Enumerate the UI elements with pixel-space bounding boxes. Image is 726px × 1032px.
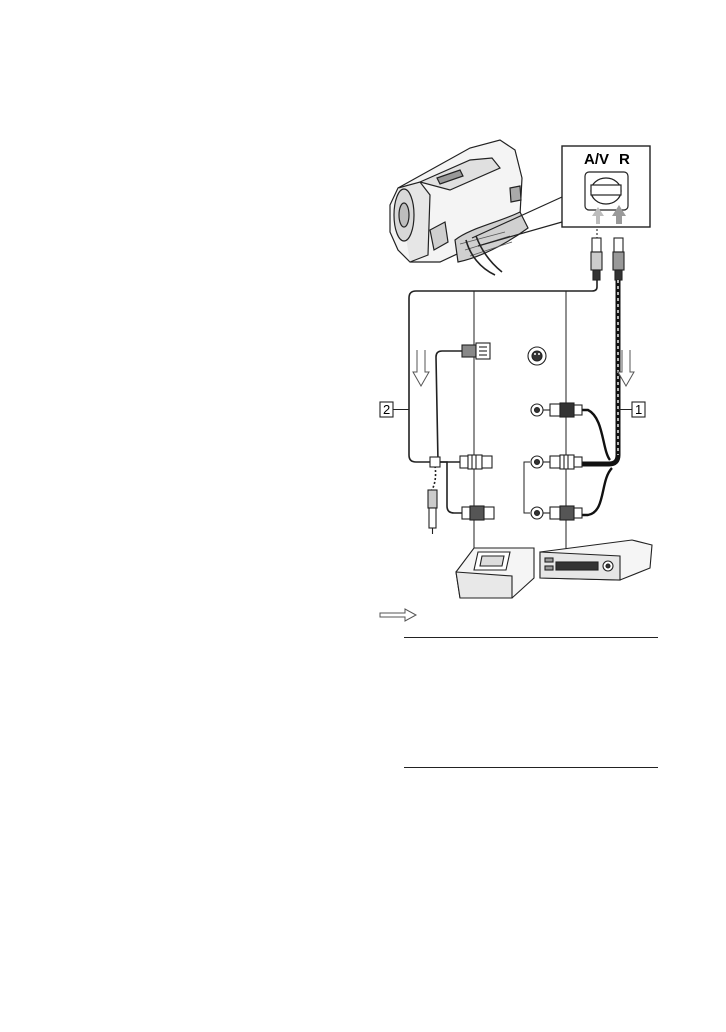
signal-flow-arrow-icon: [413, 350, 429, 386]
camcorder-illustration: [390, 140, 528, 275]
av-plug-right: [613, 238, 624, 280]
audio-left-jack: [531, 456, 543, 468]
signal-flow-arrow-icon: [380, 609, 416, 621]
cable-2-splitter: [430, 457, 440, 467]
audio-left-rca-plug-right: [543, 455, 582, 469]
port-label-r: R: [619, 151, 630, 168]
av-plug-left: [591, 229, 602, 280]
audio-right-rca-plug-right: [543, 506, 582, 520]
note-box-top-rule: [404, 637, 658, 638]
dvd-recorder-illustration: [456, 548, 534, 598]
spare-rca-plug: [428, 490, 437, 534]
vcr-illustration: [540, 540, 652, 580]
callout-cable-1-number: 1: [635, 402, 642, 417]
note-box-bottom-rule: [404, 767, 658, 768]
cable-1: [582, 280, 618, 515]
video-rca-plug: [543, 403, 582, 417]
s-video-plug: [462, 343, 490, 359]
video-jack: [531, 404, 543, 416]
port-label-av: A/V: [584, 151, 609, 168]
audio-bracket: [524, 462, 530, 513]
audio-left-rca-plug-left: [460, 455, 492, 469]
audio-right-jack: [531, 507, 543, 519]
cable-2: [409, 280, 597, 513]
s-video-jack-icon: [528, 347, 546, 365]
callout-cable-2-number: 2: [383, 402, 390, 417]
audio-right-rca-plug-left: [462, 506, 494, 520]
